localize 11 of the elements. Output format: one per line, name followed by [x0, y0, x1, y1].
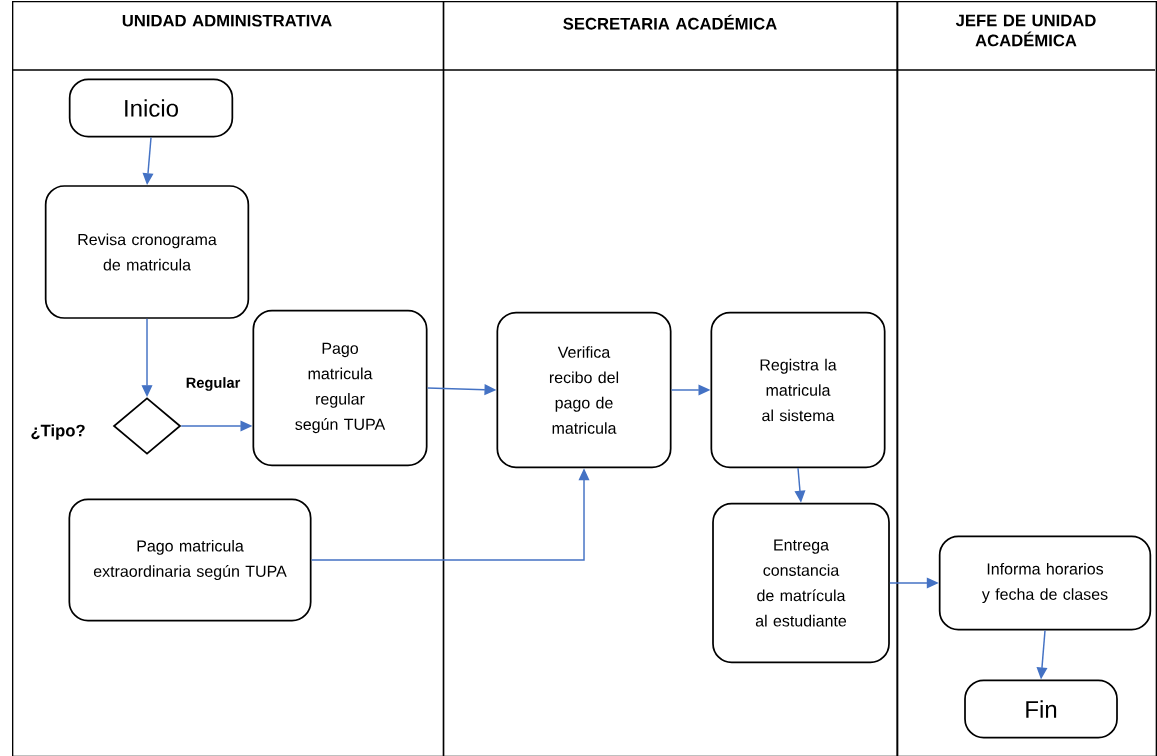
process-box: Inicio: [68, 78, 234, 138]
process-box: Revisa cronograma de matricula: [44, 185, 250, 319]
process-box: Registra la matricula al sistema: [710, 311, 886, 469]
edge-label: Regular: [184, 375, 242, 393]
process-box: Pago matricula extraordinaria según TUPA: [68, 498, 312, 622]
process-box: Informa horarios y fecha de clases: [938, 535, 1152, 631]
process-box: Fin: [964, 679, 1118, 739]
process-box: Entrega constancia de matrícula al estudiante: [712, 502, 890, 664]
process-box: Pago matricula regular según TUPA: [252, 309, 428, 467]
process-box: Verifica recibo del pago de matricula: [496, 311, 672, 469]
side-label: ¿Tipo?: [31, 424, 85, 440]
